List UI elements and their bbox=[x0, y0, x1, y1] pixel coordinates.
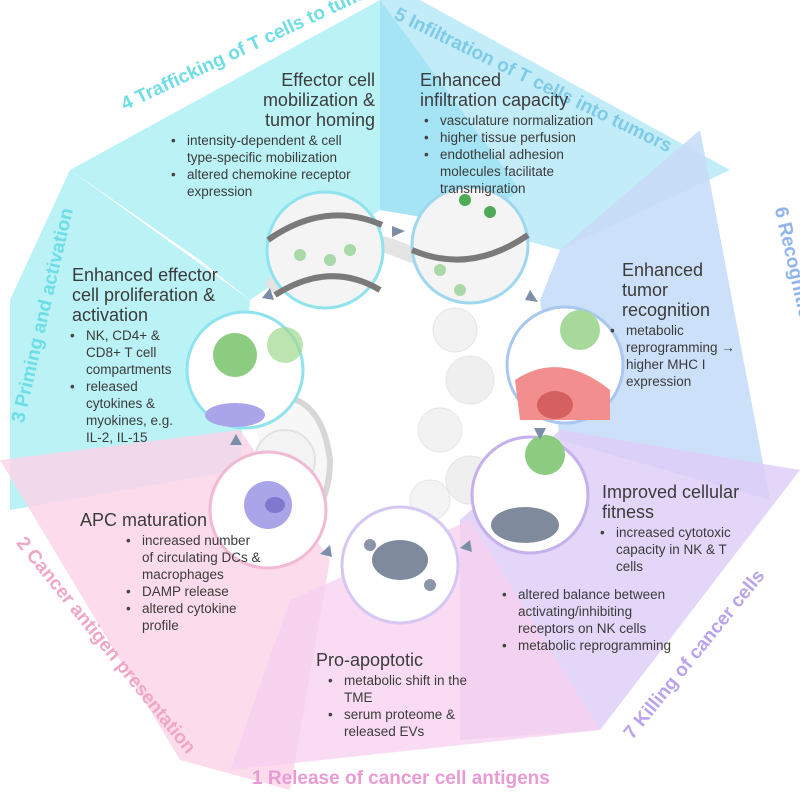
arrow-icon bbox=[262, 288, 274, 300]
arrow-icon bbox=[534, 428, 546, 440]
bullet-item: altered balance between activating/inhib… bbox=[502, 586, 677, 637]
arrow-icon bbox=[392, 226, 405, 237]
block-recognition: Enhanced tumor recognition metabolic rep… bbox=[610, 260, 747, 390]
bullet-item: metabolic reprogramming bbox=[502, 637, 677, 654]
bullet-item: DAMP release bbox=[126, 583, 262, 600]
bullet-list: altered balance between activating/inhib… bbox=[502, 586, 677, 654]
bullet-list: NK, CD4+ & CD8+ T cell compartments rele… bbox=[70, 327, 191, 446]
bullet-item: intensity-dependent & cell type-specific… bbox=[171, 132, 375, 166]
arrow-icon bbox=[320, 545, 332, 557]
heading-line: Pro-apoptotic bbox=[316, 650, 424, 670]
t-cell-tumor-recognition-icon bbox=[505, 305, 625, 425]
blood-vessel-icon bbox=[265, 190, 385, 310]
bullet-list: metabolic shift in the TME serum proteom… bbox=[322, 672, 484, 740]
block-apc: APC maturation increased number of circu… bbox=[80, 510, 261, 634]
arrow-icon bbox=[525, 290, 538, 302]
block-infiltration: Enhanced infiltration capacity vasculatu… bbox=[420, 70, 620, 197]
bullet-item: metabolic shift in the TME bbox=[328, 672, 484, 706]
bullet-item: NK, CD4+ & CD8+ T cell compartments bbox=[70, 327, 191, 378]
heading-line: Enhanced effector bbox=[72, 265, 218, 285]
apoptotic-cancer-cell-icon bbox=[340, 505, 460, 625]
t-cell-activation-icon bbox=[185, 310, 305, 430]
bullet-item: metabolic reprogramming → higher MHC I e… bbox=[610, 322, 747, 390]
bullet-item: increased number of circulating DCs & ma… bbox=[126, 532, 262, 583]
heading-line: Effector cell bbox=[281, 70, 375, 90]
heading-line: Enhanced bbox=[622, 260, 704, 280]
bullet-item: serum proteome & released EVs bbox=[328, 706, 484, 740]
stage-label-1: 1 Release of cancer cell antigens bbox=[252, 768, 550, 789]
heading-line: Enhanced bbox=[420, 70, 502, 90]
block-apoptotic: Pro-apoptotic metabolic shift in the TME… bbox=[316, 650, 496, 740]
t-cell-killing-icon bbox=[470, 435, 590, 555]
block-proliferation: Enhanced effector cell proliferation & a… bbox=[70, 265, 242, 446]
heading-line: activation bbox=[72, 305, 149, 325]
bullet-item: vasculature normalization bbox=[424, 112, 620, 129]
bullet-list: intensity-dependent & cell type-specific… bbox=[165, 132, 375, 200]
tumor-tissue-icon bbox=[409, 307, 495, 521]
bullet-item: altered cytokine profile bbox=[126, 600, 262, 634]
bullet-list: increased number of circulating DCs & ma… bbox=[120, 532, 262, 634]
bullet-item: increased cytotoxic capacity in NK & T c… bbox=[600, 524, 751, 575]
heading-line: recognition bbox=[622, 300, 711, 320]
segment-1-release bbox=[230, 520, 600, 770]
block-fitness: Improved cellular fitness increased cyto… bbox=[600, 482, 782, 575]
heading-line: tumor homing bbox=[264, 110, 375, 130]
bullet-list: metabolic reprogramming → higher MHC I e… bbox=[610, 322, 747, 390]
heading-line: tumor bbox=[622, 280, 669, 300]
bullet-item: altered chemokine receptor expression bbox=[171, 166, 375, 200]
bullet-list: vasculature normalization higher tissue … bbox=[420, 112, 620, 197]
heading-line: fitness bbox=[602, 502, 655, 522]
block-fitness-extra: altered balance between activating/inhib… bbox=[502, 584, 677, 654]
bullet-item: endothelial adhesion molecules facilitat… bbox=[424, 146, 620, 197]
heading-line: cell proliferation & bbox=[72, 285, 216, 305]
arrow-icon bbox=[460, 540, 472, 552]
heading-line: mobilization & bbox=[262, 90, 375, 110]
bullet-list: increased cytotoxic capacity in NK & T c… bbox=[600, 524, 751, 575]
arrow-icon bbox=[230, 434, 242, 445]
bullet-item: higher tissue perfusion bbox=[424, 129, 620, 146]
transmigration-icon bbox=[410, 185, 530, 305]
heading-line: APC maturation bbox=[80, 510, 208, 530]
heading-line: Improved cellular bbox=[602, 482, 740, 502]
heading-line: infiltration capacity bbox=[420, 90, 569, 110]
block-mobilization: Effector cell mobilization & tumor homin… bbox=[165, 70, 375, 200]
bullet-item: released cytokines & myokines, e.g. IL-2… bbox=[70, 378, 191, 446]
cycle-arrows bbox=[230, 226, 546, 557]
